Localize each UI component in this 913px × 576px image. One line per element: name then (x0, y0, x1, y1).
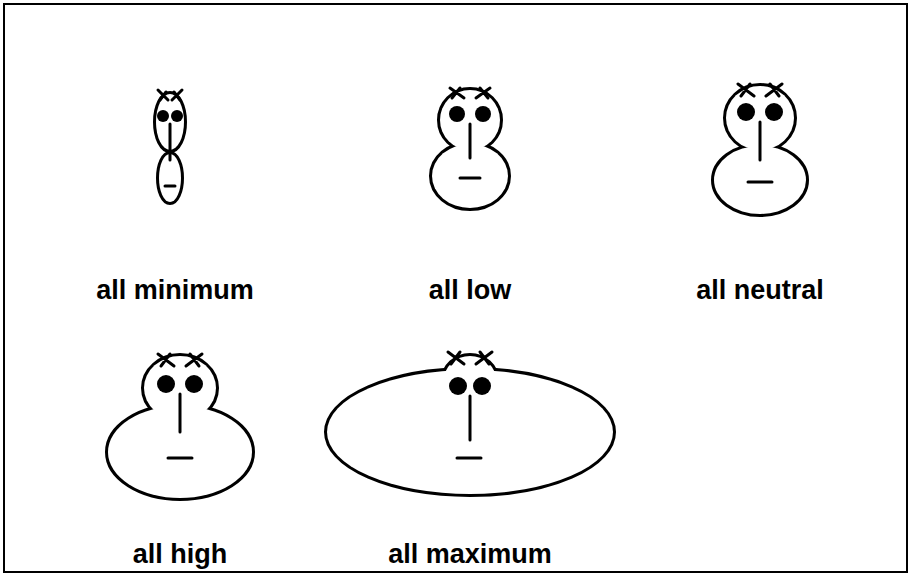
eye (473, 377, 491, 395)
face-neutral (714, 84, 806, 214)
mouth (168, 457, 192, 460)
eyebrows (158, 354, 202, 366)
face-caption: all maximum (320, 538, 620, 570)
caption-text: all low (429, 275, 512, 305)
nose (169, 124, 172, 160)
mouth (165, 185, 175, 188)
face-caption: all neutral (610, 274, 910, 306)
face-caption: all low (320, 274, 620, 306)
nose (469, 396, 472, 440)
face-low (432, 88, 508, 208)
eyebrows (448, 352, 492, 364)
nose (179, 394, 182, 432)
mouth (460, 177, 480, 180)
face-caption: all high (30, 538, 330, 570)
mouth (457, 457, 481, 460)
eye (475, 106, 491, 122)
caption-text: all neutral (696, 275, 824, 305)
face-high (108, 354, 252, 498)
eye (449, 377, 467, 395)
face-maximum (327, 352, 613, 494)
eye (737, 103, 755, 121)
eye (157, 375, 175, 393)
eye (171, 110, 183, 122)
eye (765, 103, 783, 121)
eye (185, 375, 203, 393)
frame-border (4, 4, 907, 572)
face-caption: all minimum (25, 274, 325, 306)
eye (449, 106, 465, 122)
eye (157, 110, 169, 122)
mouth (748, 181, 772, 184)
caption-text: all minimum (96, 275, 254, 305)
face-minimum (156, 90, 184, 202)
caption-text: all high (133, 539, 228, 569)
nose (759, 122, 762, 160)
eyebrows (738, 84, 782, 96)
caption-text: all maximum (388, 539, 552, 569)
nose (469, 124, 472, 158)
eyebrows (450, 88, 490, 98)
eyebrows (158, 90, 182, 100)
